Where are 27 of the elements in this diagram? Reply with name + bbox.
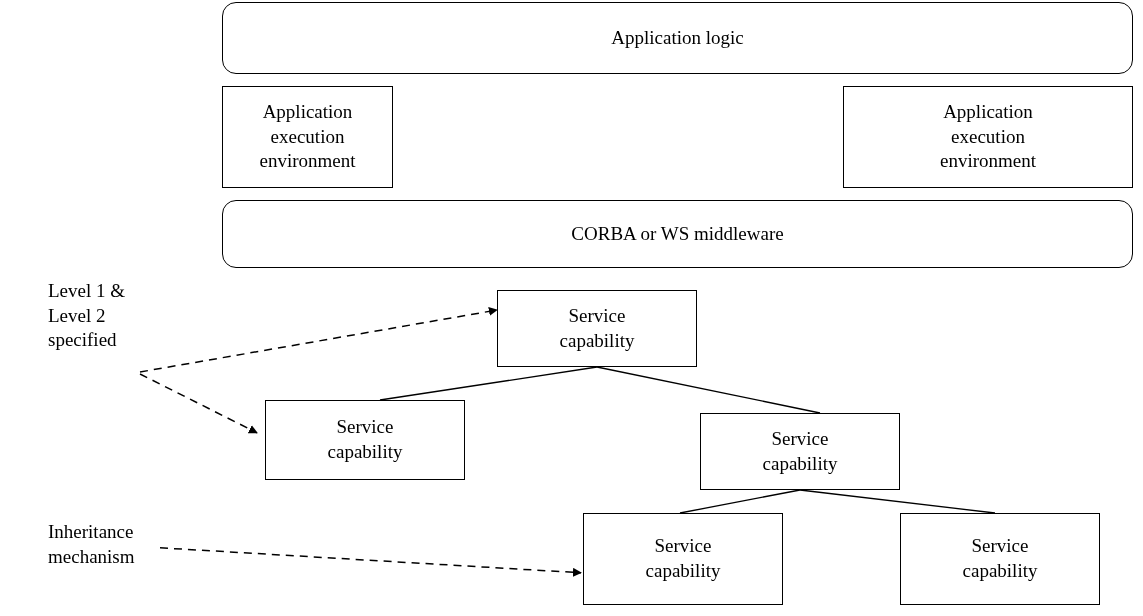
annotation-label: Level 1 & Level 2 specified <box>48 278 127 353</box>
connector-line <box>799 489 996 514</box>
connector-line <box>596 366 821 414</box>
process-box <box>700 413 900 490</box>
process-box <box>583 513 783 605</box>
box-label: Service capability <box>326 415 404 464</box>
connector-line <box>679 489 801 514</box>
rounded-box <box>222 2 1133 74</box>
dashed-arrow <box>159 547 582 577</box>
box-label: Application execution environment <box>939 99 1037 174</box>
box-label: Application logic <box>611 25 744 50</box>
box-label: CORBA or WS middleware <box>571 221 784 246</box>
process-box <box>265 400 465 480</box>
box-label: Service capability <box>961 534 1039 583</box>
box-label: Application execution environment <box>258 99 357 174</box>
annotation-label: Inheritance mechanism <box>48 520 136 569</box>
box-label: Service capability <box>644 534 722 583</box>
rounded-box <box>222 200 1133 268</box>
process-box <box>497 290 697 367</box>
dashed-arrow <box>139 306 498 373</box>
connector-line <box>379 366 598 401</box>
process-box <box>843 86 1133 188</box>
process-box <box>900 513 1100 605</box>
process-box <box>222 86 393 188</box>
box-label: Service capability <box>761 426 839 476</box>
box-label: Service capability <box>558 303 636 353</box>
dashed-arrow <box>139 373 258 434</box>
